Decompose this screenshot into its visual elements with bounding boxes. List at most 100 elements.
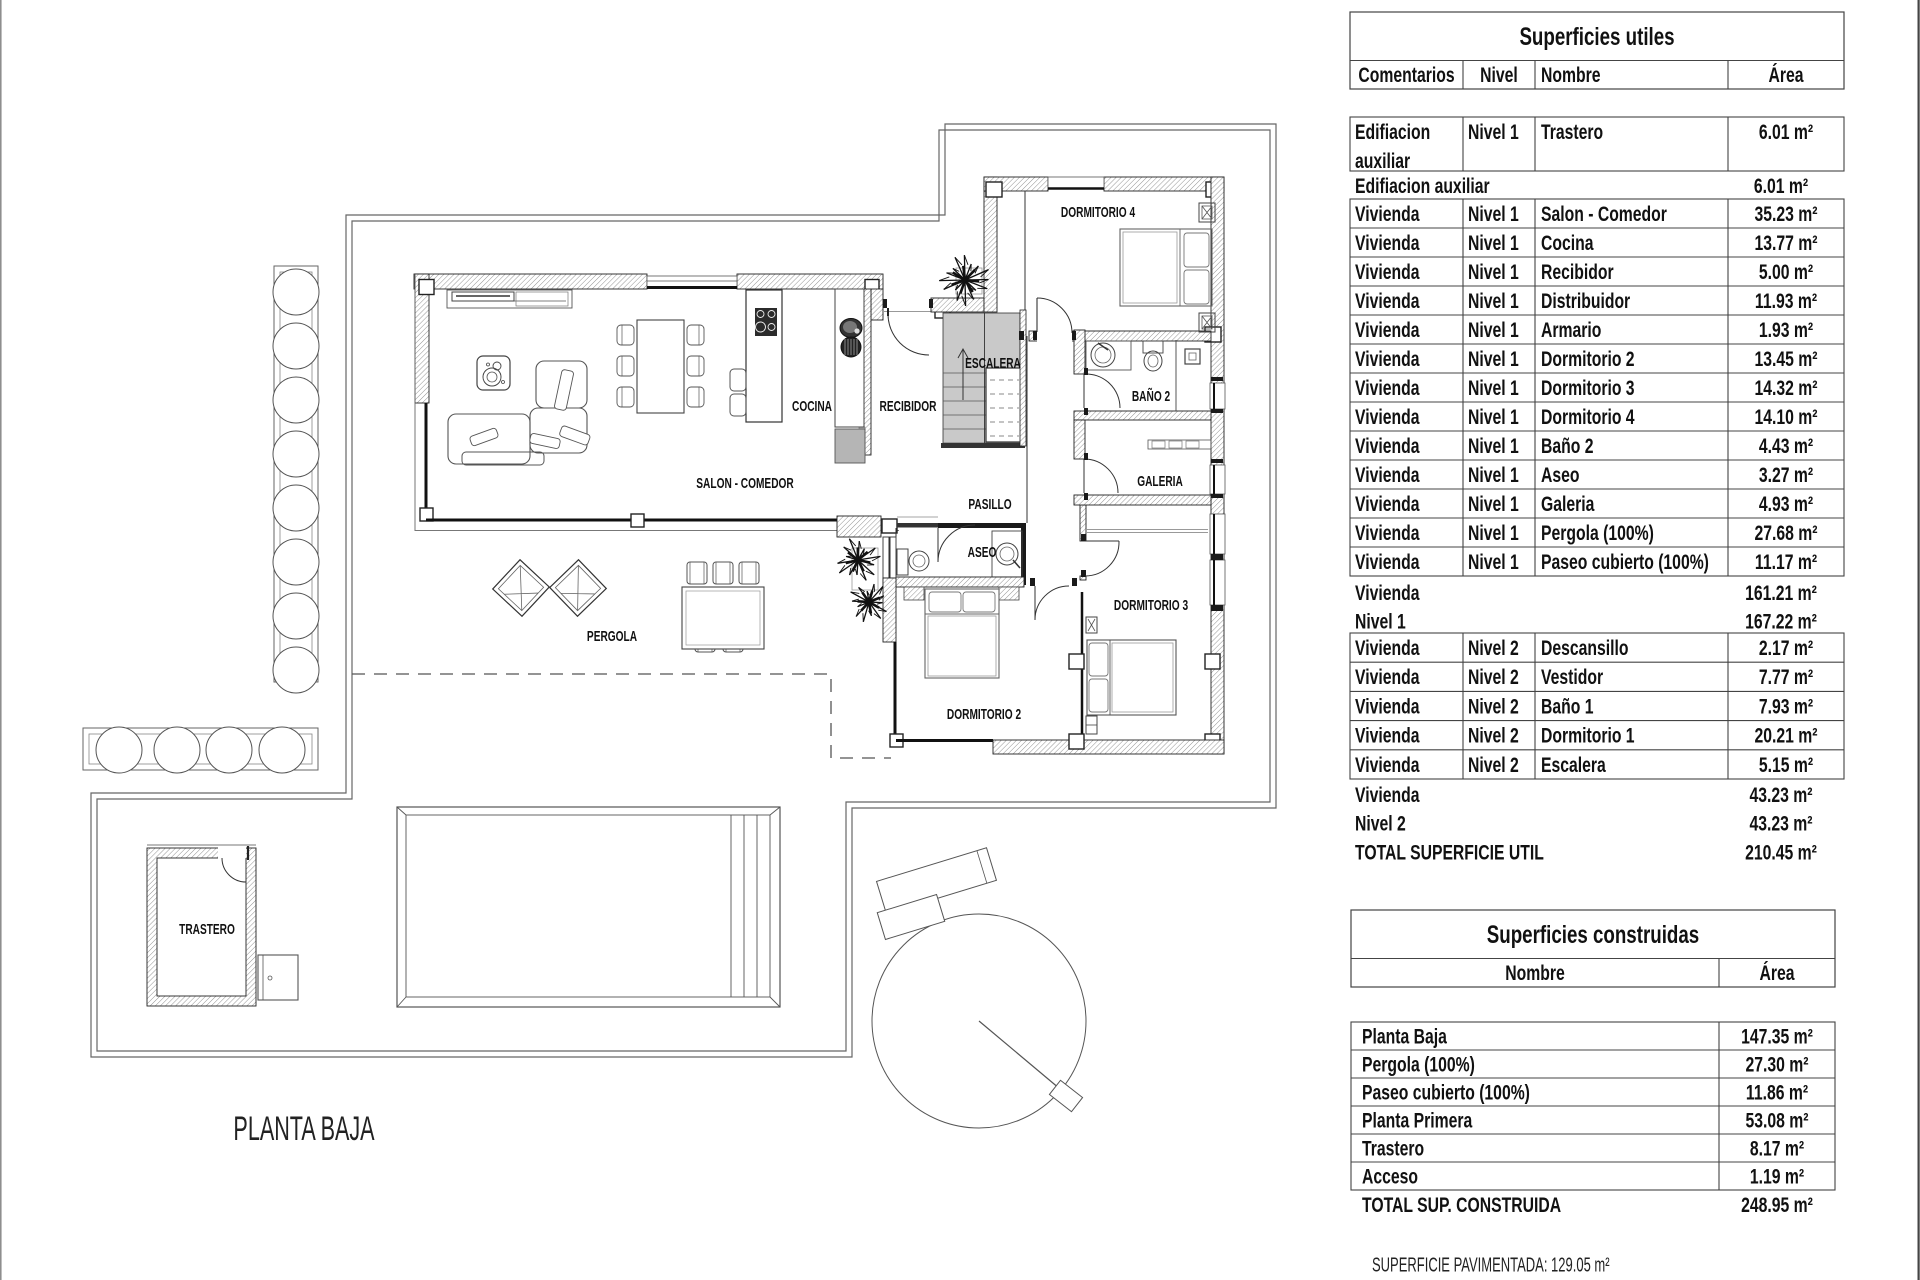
svg-text:1.93 m²: 1.93 m² — [1759, 318, 1813, 342]
svg-text:8.17 m²: 8.17 m² — [1750, 1136, 1804, 1160]
svg-text:Galeria: Galeria — [1541, 492, 1595, 516]
svg-text:27.30 m²: 27.30 m² — [1746, 1052, 1809, 1076]
svg-text:TOTAL SUP. CONSTRUIDA: TOTAL SUP. CONSTRUIDA — [1362, 1193, 1561, 1217]
svg-text:14.10 m²: 14.10 m² — [1755, 405, 1818, 429]
svg-text:Vivienda: Vivienda — [1355, 376, 1420, 400]
svg-text:Salon - Comedor: Salon - Comedor — [1541, 202, 1667, 226]
svg-text:Aseo: Aseo — [1541, 463, 1579, 487]
svg-text:Nivel 2: Nivel 2 — [1468, 665, 1519, 689]
svg-text:5.00 m²: 5.00 m² — [1759, 260, 1813, 284]
svg-text:Vivienda: Vivienda — [1355, 665, 1420, 689]
svg-text:4.93 m²: 4.93 m² — [1759, 492, 1813, 516]
svg-text:Vivienda: Vivienda — [1355, 636, 1420, 660]
svg-text:Vivienda: Vivienda — [1355, 783, 1420, 807]
svg-text:Paseo cubierto (100%): Paseo cubierto (100%) — [1541, 550, 1709, 574]
svg-text:Nivel 1: Nivel 1 — [1468, 405, 1519, 429]
svg-text:Escalera: Escalera — [1541, 753, 1606, 777]
svg-text:2.17 m²: 2.17 m² — [1759, 636, 1813, 660]
svg-text:Vivienda: Vivienda — [1355, 463, 1420, 487]
svg-text:6.01 m²: 6.01 m² — [1759, 120, 1813, 144]
svg-text:Vestidor: Vestidor — [1541, 665, 1603, 689]
svg-text:43.23 m²: 43.23 m² — [1750, 811, 1813, 835]
svg-text:7.93 m²: 7.93 m² — [1759, 694, 1813, 718]
svg-text:Nivel 2: Nivel 2 — [1468, 753, 1519, 777]
svg-text:13.45 m²: 13.45 m² — [1755, 347, 1818, 371]
svg-text:13.77 m²: 13.77 m² — [1755, 231, 1818, 255]
svg-text:PLANTA BAJA: PLANTA BAJA — [233, 1110, 374, 1148]
svg-text:167.22 m²: 167.22 m² — [1745, 609, 1817, 633]
svg-text:Vivienda: Vivienda — [1355, 231, 1420, 255]
svg-text:161.21 m²: 161.21 m² — [1745, 581, 1817, 605]
svg-text:Nivel 2: Nivel 2 — [1468, 636, 1519, 660]
svg-text:Nivel 2: Nivel 2 — [1468, 694, 1519, 718]
svg-text:Nivel 1: Nivel 1 — [1355, 609, 1406, 633]
svg-text:Nivel 2: Nivel 2 — [1355, 811, 1406, 835]
svg-text:COCINA: COCINA — [792, 398, 832, 414]
svg-text:Nombre: Nombre — [1541, 63, 1600, 87]
svg-text:Trastero: Trastero — [1541, 120, 1603, 144]
svg-text:Distribuidor: Distribuidor — [1541, 289, 1630, 313]
svg-text:210.45 m²: 210.45 m² — [1745, 840, 1817, 864]
svg-text:Vivienda: Vivienda — [1355, 202, 1420, 226]
svg-text:Cocina: Cocina — [1541, 231, 1594, 255]
svg-text:Nivel 1: Nivel 1 — [1468, 492, 1519, 516]
svg-text:Nivel 1: Nivel 1 — [1468, 347, 1519, 371]
svg-text:DORMITORIO 3: DORMITORIO 3 — [1114, 597, 1188, 613]
svg-text:PASILLO: PASILLO — [968, 496, 1011, 512]
svg-text:GALERIA: GALERIA — [1137, 473, 1183, 489]
svg-text:11.17 m²: 11.17 m² — [1755, 550, 1817, 574]
svg-text:53.08 m²: 53.08 m² — [1746, 1108, 1809, 1132]
svg-text:1.19 m²: 1.19 m² — [1750, 1164, 1804, 1188]
svg-text:Vivienda: Vivienda — [1355, 521, 1420, 545]
svg-text:20.21 m²: 20.21 m² — [1755, 723, 1818, 747]
svg-text:4.43 m²: 4.43 m² — [1759, 434, 1813, 458]
svg-text:7.77 m²: 7.77 m² — [1759, 665, 1813, 689]
svg-text:Vivienda: Vivienda — [1355, 694, 1420, 718]
svg-text:Planta Primera: Planta Primera — [1362, 1108, 1473, 1132]
svg-text:DORMITORIO 4: DORMITORIO 4 — [1061, 204, 1135, 220]
svg-text:Armario: Armario — [1541, 318, 1601, 342]
svg-text:Baño 1: Baño 1 — [1541, 694, 1593, 718]
svg-text:TOTAL SUPERFICIE UTIL: TOTAL SUPERFICIE UTIL — [1355, 840, 1544, 864]
svg-text:Comentarios: Comentarios — [1358, 63, 1454, 87]
svg-text:Vivienda: Vivienda — [1355, 405, 1420, 429]
svg-text:Dormitorio 1: Dormitorio 1 — [1541, 723, 1635, 747]
svg-text:Vivienda: Vivienda — [1355, 289, 1420, 313]
svg-text:Superficies utiles: Superficies utiles — [1519, 22, 1674, 50]
svg-text:3.27 m²: 3.27 m² — [1759, 463, 1813, 487]
svg-text:248.95 m²: 248.95 m² — [1741, 1193, 1813, 1217]
svg-text:Nivel: Nivel — [1480, 63, 1518, 87]
svg-text:Nivel 1: Nivel 1 — [1468, 463, 1519, 487]
svg-text:Vivienda: Vivienda — [1355, 550, 1420, 574]
svg-text:SALON - COMEDOR: SALON - COMEDOR — [696, 475, 793, 491]
svg-text:Dormitorio 4: Dormitorio 4 — [1541, 405, 1635, 429]
svg-text:Nivel 1: Nivel 1 — [1468, 260, 1519, 284]
svg-text:Área: Área — [1768, 63, 1804, 87]
svg-text:Área: Área — [1759, 961, 1795, 985]
svg-text:RECIBIDOR: RECIBIDOR — [880, 398, 937, 414]
svg-text:14.32 m²: 14.32 m² — [1755, 376, 1818, 400]
svg-text:Nivel 1: Nivel 1 — [1468, 521, 1519, 545]
svg-text:Nivel 1: Nivel 1 — [1468, 550, 1519, 574]
svg-text:Dormitorio 3: Dormitorio 3 — [1541, 376, 1635, 400]
svg-text:BAÑO 2: BAÑO 2 — [1132, 387, 1170, 404]
svg-text:Recibidor: Recibidor — [1541, 260, 1614, 284]
svg-text:Nivel 1: Nivel 1 — [1468, 376, 1519, 400]
svg-text:Nivel 1: Nivel 1 — [1468, 120, 1519, 144]
svg-text:Superficies construidas: Superficies construidas — [1487, 920, 1699, 948]
svg-text:TRASTERO: TRASTERO — [179, 921, 235, 937]
svg-text:Nivel 1: Nivel 1 — [1468, 434, 1519, 458]
svg-text:Dormitorio 2: Dormitorio 2 — [1541, 347, 1635, 371]
svg-text:Nivel 2: Nivel 2 — [1468, 723, 1519, 747]
svg-text:Nivel 1: Nivel 1 — [1468, 289, 1519, 313]
svg-text:auxiliar: auxiliar — [1355, 149, 1410, 173]
svg-text:Vivienda: Vivienda — [1355, 581, 1420, 605]
svg-text:Edifiacion auxiliar: Edifiacion auxiliar — [1355, 174, 1490, 198]
svg-text:Pergola (100%): Pergola (100%) — [1541, 521, 1654, 545]
svg-text:Vivienda: Vivienda — [1355, 723, 1420, 747]
svg-text:PERGOLA: PERGOLA — [587, 628, 637, 644]
svg-text:Descansillo: Descansillo — [1541, 636, 1628, 660]
svg-text:Vivienda: Vivienda — [1355, 492, 1420, 516]
svg-text:ASEO: ASEO — [968, 544, 997, 560]
svg-text:11.93 m²: 11.93 m² — [1755, 289, 1817, 313]
